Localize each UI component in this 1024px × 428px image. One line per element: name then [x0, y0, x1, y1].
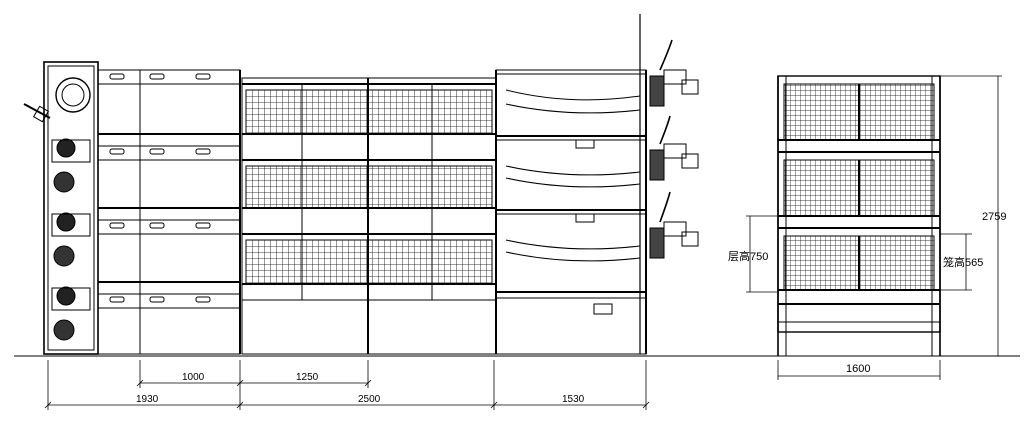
side-view: [23, 14, 699, 355]
front-dimensions: [746, 75, 1002, 380]
dim-2500: 2500: [358, 394, 381, 405]
dim-front-width: 1600: [846, 363, 870, 375]
dim-1250: 1250: [296, 372, 319, 383]
dim-front-height: 2759: [982, 211, 1006, 223]
dim-cage-height: 笼高565: [943, 255, 983, 269]
cage-section-plain: [97, 69, 241, 355]
cage-section-tail: [495, 14, 647, 355]
dim-tier-height: 层高750: [728, 249, 768, 263]
belt-drives: [649, 39, 699, 259]
dim-1930: 1930: [136, 394, 159, 405]
dim-1530: 1530: [562, 394, 585, 405]
dim-1000: 1000: [182, 372, 205, 383]
front-view: [777, 75, 941, 356]
drive-unit: [23, 61, 99, 355]
cage-section-mesh: [241, 70, 497, 355]
side-dimensions: [44, 360, 650, 410]
